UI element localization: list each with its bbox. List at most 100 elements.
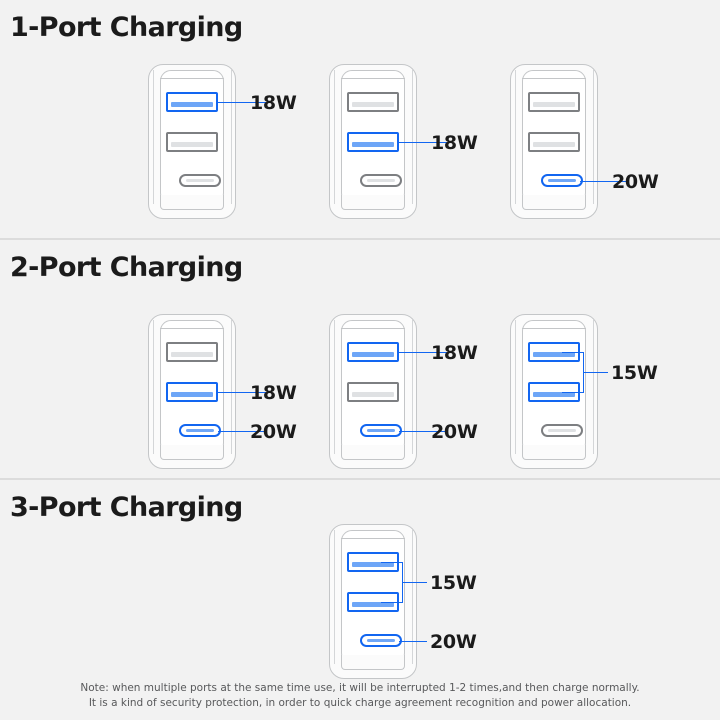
usb-c-port-1[interactable]: [347, 631, 402, 651]
charger-bottom-lip: [522, 445, 586, 460]
power-label-18w: 18W: [250, 382, 297, 404]
usb-a-port-1[interactable]: [166, 342, 218, 362]
usb-c-icon: [541, 174, 583, 187]
usb-c-icon: [179, 174, 221, 187]
callout-line: [218, 392, 266, 393]
usb-a-port-2[interactable]: [347, 592, 399, 612]
usb-a-icon: [166, 382, 218, 402]
usb-a-port-2[interactable]: [166, 382, 218, 402]
usb-c-port-1[interactable]: [166, 421, 221, 441]
section-title-1: 1-Port Charging: [10, 12, 243, 43]
charger-1-2: [329, 64, 417, 219]
charger-seam-left: [515, 70, 516, 204]
section-divider-1: [0, 238, 720, 240]
callout-line: [402, 582, 427, 583]
bracket-stub-top: [381, 562, 403, 563]
charger-seam-left: [334, 530, 335, 664]
power-label-20w: 20W: [431, 421, 478, 443]
charger-3-1: [329, 524, 417, 679]
usb-a-port-2[interactable]: [166, 132, 218, 152]
charger-2-3: [510, 314, 598, 469]
callout-line: [580, 181, 628, 182]
usb-c-icon: [179, 424, 221, 437]
charger-seam-left: [334, 320, 335, 454]
charger-seam-right: [412, 530, 413, 664]
usb-a-icon: [166, 132, 218, 152]
charger-top-lip: [160, 78, 224, 79]
bracket-stub-top: [562, 352, 584, 353]
charger-bottom-lip: [522, 195, 586, 210]
charger-bottom-lip: [341, 445, 405, 460]
charger-seam-right: [593, 320, 594, 454]
usb-a-icon: [347, 382, 399, 402]
footer-note-line-2: It is a kind of security protection, in …: [88, 697, 632, 709]
usb-c-icon: [360, 634, 402, 647]
charger-bottom-lip: [160, 445, 224, 460]
power-label-15w: 15W: [430, 572, 477, 594]
charger-top-lip: [160, 328, 224, 329]
callout-line: [399, 431, 447, 432]
usb-c-port-1[interactable]: [347, 171, 402, 191]
charger-top-lip: [522, 328, 586, 329]
usb-a-port-2[interactable]: [528, 132, 580, 152]
section-divider-2: [0, 478, 720, 480]
usb-a-port-1[interactable]: [166, 92, 218, 112]
usb-a-port-2[interactable]: [347, 382, 399, 402]
usb-a-icon: [166, 92, 218, 112]
charger-seam-right: [231, 320, 232, 454]
charger-seam-left: [153, 70, 154, 204]
usb-a-icon: [528, 92, 580, 112]
charger-seam-right: [412, 320, 413, 454]
charger-top-lip: [341, 538, 405, 539]
charger-1-3: [510, 64, 598, 219]
callout-line: [399, 142, 447, 143]
section-title-2: 2-Port Charging: [10, 252, 243, 283]
power-label-20w: 20W: [430, 631, 477, 653]
footer-note: Note: when multiple ports at the same ti…: [0, 681, 720, 711]
power-label-15w: 15W: [611, 362, 658, 384]
section-1-port: 1-Port Charging 18W 18W: [0, 0, 720, 238]
power-label-18w: 18W: [250, 92, 297, 114]
section-3-port: 3-Port Charging 15W 20W: [0, 480, 720, 679]
usb-a-icon: [347, 132, 399, 152]
usb-a-icon: [347, 342, 399, 362]
footer-note-line-1: Note: when multiple ports at the same ti…: [80, 682, 640, 694]
usb-a-icon: [528, 132, 580, 152]
usb-a-icon: [166, 342, 218, 362]
charger-1-1: [148, 64, 236, 219]
charger-top-lip: [522, 78, 586, 79]
charger-seam-right: [593, 70, 594, 204]
callout-line: [218, 431, 266, 432]
charger-2-1: [148, 314, 236, 469]
section-2-port: 2-Port Charging 18W 20W: [0, 240, 720, 478]
charger-2-2: [329, 314, 417, 469]
section-title-3: 3-Port Charging: [10, 492, 243, 523]
usb-c-port-1[interactable]: [528, 421, 583, 441]
charger-top-lip: [341, 78, 405, 79]
usb-c-icon: [541, 424, 583, 437]
usb-a-port-1[interactable]: [347, 92, 399, 112]
charger-seam-left: [515, 320, 516, 454]
charger-bottom-lip: [341, 655, 405, 670]
charger-bottom-lip: [341, 195, 405, 210]
charger-seam-left: [153, 320, 154, 454]
callout-line: [399, 352, 447, 353]
bracket-stub-bottom: [381, 602, 403, 603]
charger-seam-right: [412, 70, 413, 204]
bracket-stub-bottom: [562, 392, 584, 393]
power-label-18w: 18W: [431, 342, 478, 364]
usb-a-port-2[interactable]: [347, 132, 399, 152]
usb-c-port-1[interactable]: [166, 171, 221, 191]
power-label-20w: 20W: [612, 171, 659, 193]
charger-bottom-lip: [160, 195, 224, 210]
usb-c-port-1[interactable]: [347, 421, 402, 441]
usb-a-port-1[interactable]: [528, 92, 580, 112]
callout-line: [399, 641, 427, 642]
usb-c-icon: [360, 174, 402, 187]
usb-a-icon: [347, 592, 399, 612]
charger-top-lip: [341, 328, 405, 329]
usb-a-icon: [347, 92, 399, 112]
usb-a-port-1[interactable]: [347, 342, 399, 362]
usb-c-port-1[interactable]: [528, 171, 583, 191]
